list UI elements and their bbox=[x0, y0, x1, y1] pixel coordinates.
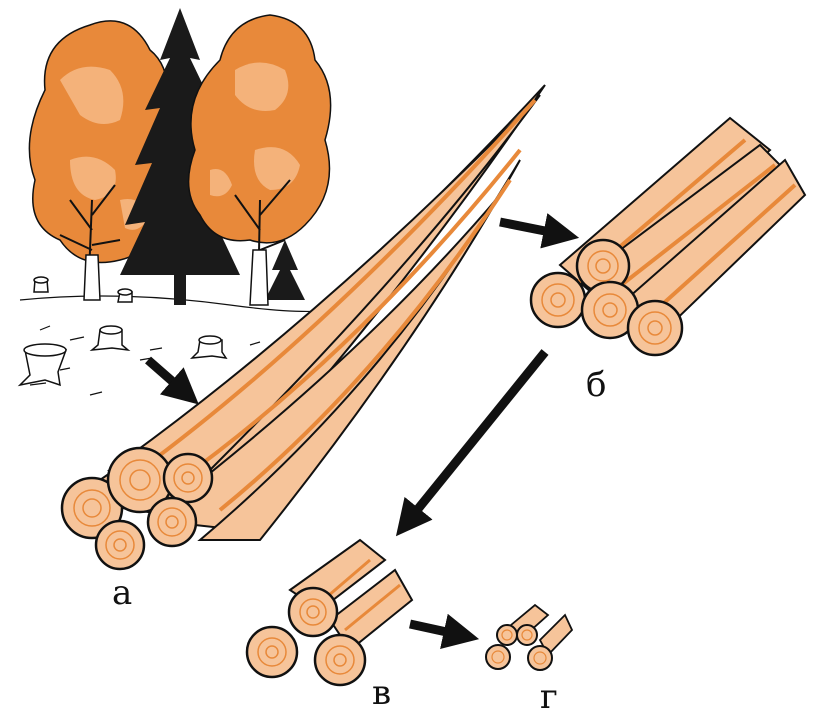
arrow-b-to-v bbox=[405, 352, 545, 525]
stumps bbox=[20, 277, 226, 385]
log-ends-a bbox=[62, 448, 212, 569]
label-v: в bbox=[372, 676, 391, 710]
logs-bundle-g bbox=[486, 605, 572, 670]
arrow-forest-to-a bbox=[148, 360, 188, 395]
logs-bundle-b bbox=[531, 118, 805, 355]
label-b: б bbox=[586, 368, 606, 402]
arrow-a-to-b bbox=[500, 222, 565, 235]
label-g: г bbox=[540, 680, 558, 714]
label-a: а bbox=[112, 576, 132, 610]
arrow-v-to-g bbox=[410, 624, 465, 636]
logs-bundle-v bbox=[247, 540, 412, 685]
